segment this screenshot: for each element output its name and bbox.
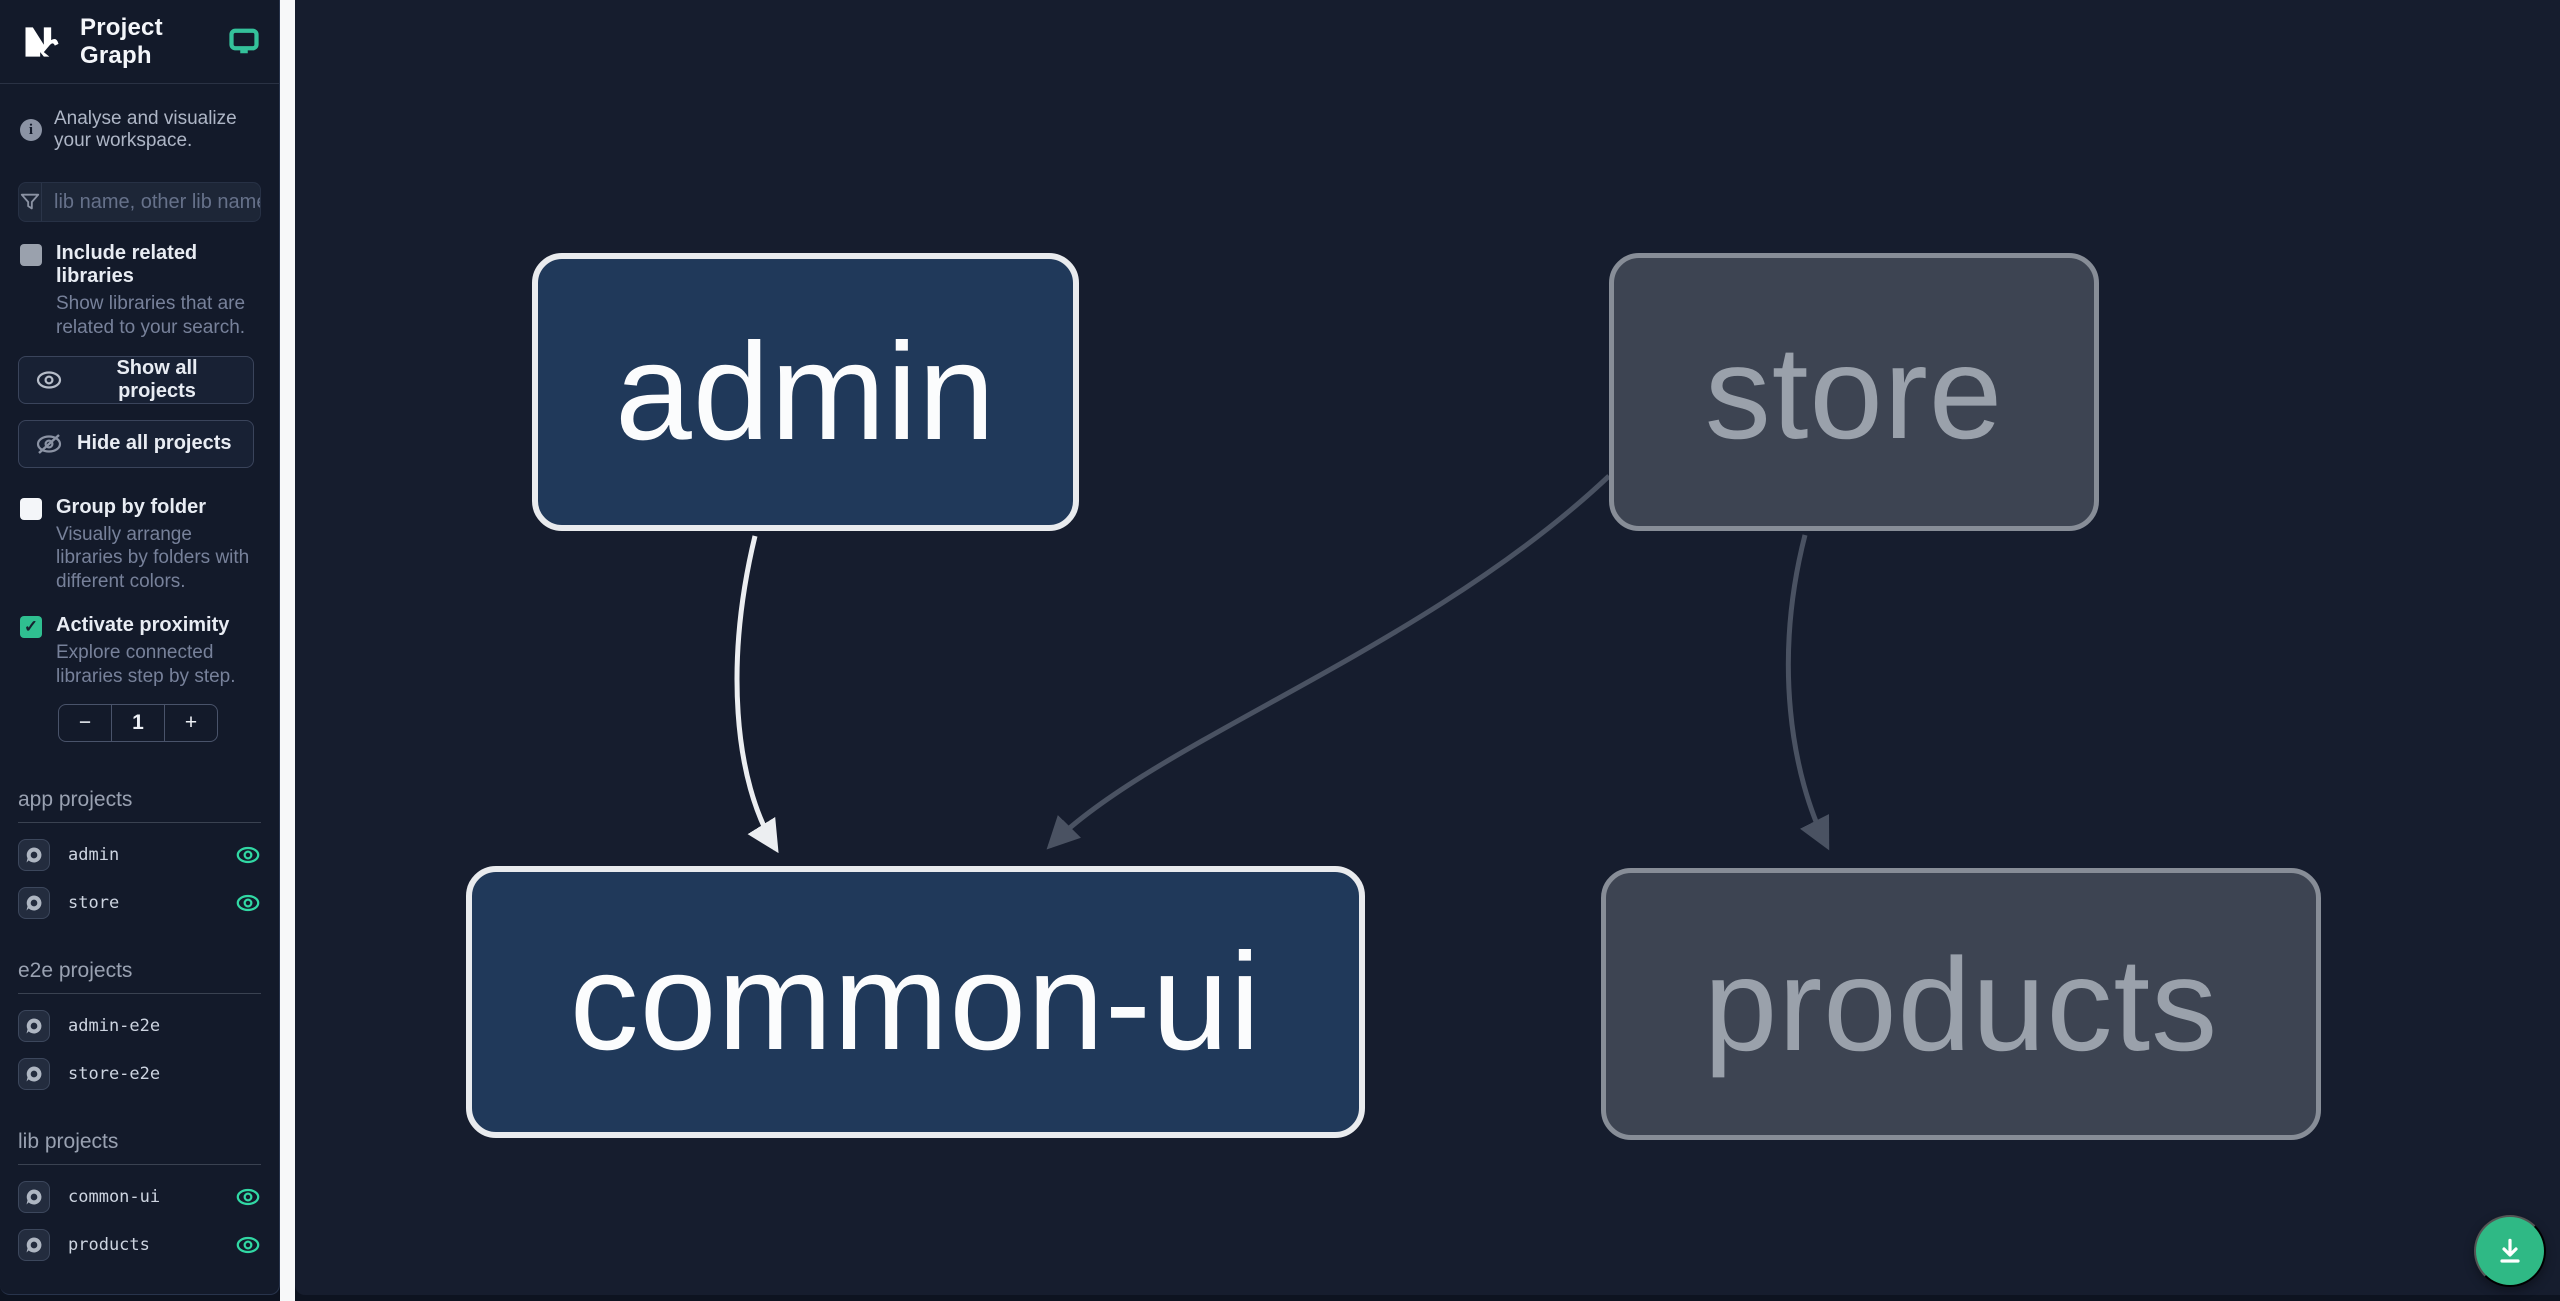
- activate-proximity-checkbox[interactable]: ✓: [20, 615, 42, 638]
- monitor-icon[interactable]: [229, 28, 259, 56]
- graph-node-products[interactable]: products: [1601, 868, 2321, 1140]
- page-title: Project Graph: [80, 13, 163, 69]
- project-row-admin-e2e: admin-e2e: [18, 1010, 261, 1043]
- graph-node-admin[interactable]: admin: [532, 253, 1079, 531]
- focus-project-button[interactable]: [18, 887, 50, 920]
- eye-off-icon: [36, 433, 62, 454]
- visibility-eye-icon[interactable]: [235, 890, 261, 916]
- proximity-stepper: − 1 +: [58, 704, 218, 743]
- project-row-store-e2e: store-e2e: [18, 1058, 261, 1091]
- section-title: e2e projects: [18, 959, 261, 995]
- project-name: admin: [68, 845, 120, 866]
- sidebar: Project Graph i Analyse and visualize yo…: [0, 0, 280, 1295]
- funnel-icon: [19, 183, 42, 221]
- include-related-label: Include related libraries: [56, 242, 198, 287]
- focus-project-button[interactable]: [18, 1181, 50, 1214]
- section-e2e-projects: e2e projects admin-e2e store-e2e: [0, 959, 279, 1091]
- focus-icon: [26, 1237, 42, 1253]
- group-by-folder-label: Group by folder: [56, 495, 206, 518]
- group-by-folder-option[interactable]: Group by folder Visually arrange librari…: [0, 476, 279, 594]
- activate-proximity-description: Explore connected libraries step by step…: [56, 641, 236, 687]
- visibility-eye-icon[interactable]: [235, 842, 261, 868]
- focus-icon: [26, 1018, 42, 1034]
- graph-node-store[interactable]: store: [1609, 253, 2099, 531]
- graph-canvas[interactable]: admin store common-ui products: [295, 0, 2560, 1295]
- section-title: app projects: [18, 788, 261, 824]
- search-input[interactable]: [42, 183, 260, 221]
- project-row-store: store: [18, 887, 261, 920]
- group-by-folder-checkbox[interactable]: [20, 497, 42, 520]
- sidebar-resizer[interactable]: [280, 0, 295, 1301]
- node-label: store: [1704, 318, 2004, 466]
- search-box: [18, 182, 261, 222]
- hide-all-projects-button[interactable]: Hide all projects: [18, 419, 254, 468]
- include-related-description: Show libraries that are related to your …: [56, 293, 246, 338]
- nx-logo: [25, 26, 59, 57]
- graph-edges: [734, 474, 1830, 854]
- graph-node-common-ui[interactable]: common-ui: [466, 866, 1365, 1138]
- sidebar-header: Project Graph: [0, 0, 279, 84]
- node-label: products: [1703, 930, 2219, 1078]
- focus-icon: [26, 847, 42, 863]
- activate-proximity-option[interactable]: ✓ Activate proximity Explore connected l…: [0, 594, 279, 689]
- project-row-admin: admin: [18, 839, 261, 872]
- proximity-decrement-button[interactable]: −: [78, 711, 92, 735]
- project-name: store: [68, 893, 120, 914]
- edge-store-to-common-ui[interactable]: [1046, 474, 1611, 850]
- include-related-checkbox[interactable]: [20, 244, 42, 266]
- edge-store-to-products[interactable]: [1785, 534, 1830, 851]
- tagline-text: Analyse and visualize your workspace.: [54, 108, 237, 151]
- project-name: admin-e2e: [68, 1016, 161, 1037]
- focus-project-button[interactable]: [18, 1058, 50, 1091]
- activate-proximity-label: Activate proximity: [56, 613, 230, 636]
- info-icon: i: [20, 119, 42, 141]
- edge-admin-to-common-ui[interactable]: [734, 535, 779, 854]
- visibility-eye-icon[interactable]: [235, 1184, 261, 1210]
- section-app-projects: app projects admin: [0, 788, 279, 920]
- focus-icon: [26, 1066, 42, 1082]
- visibility-eye-icon[interactable]: [235, 1232, 261, 1258]
- focus-icon: [26, 1189, 42, 1205]
- hide-all-projects-label: Hide all projects: [77, 432, 232, 454]
- download-icon: [2500, 1238, 2520, 1263]
- eye-icon: [36, 370, 62, 389]
- proximity-increment-button[interactable]: +: [164, 705, 217, 742]
- node-label: admin: [615, 314, 996, 469]
- proximity-value: 1: [111, 705, 164, 742]
- show-all-projects-button[interactable]: Show all projects: [18, 355, 254, 404]
- project-name: store-e2e: [68, 1064, 161, 1085]
- include-related-option[interactable]: Include related libraries Show libraries…: [0, 222, 279, 340]
- focus-project-button[interactable]: [18, 839, 50, 872]
- section-lib-projects: lib projects common-ui: [0, 1130, 279, 1262]
- group-by-folder-description: Visually arrange libraries by folders wi…: [56, 523, 250, 593]
- project-row-products: products: [18, 1229, 261, 1262]
- project-name: common-ui: [68, 1187, 161, 1208]
- section-title: lib projects: [18, 1130, 261, 1166]
- focus-project-button[interactable]: [18, 1010, 50, 1043]
- tagline-row: i Analyse and visualize your workspace.: [0, 84, 279, 172]
- project-row-common-ui: common-ui: [18, 1181, 261, 1214]
- show-all-projects-label: Show all projects: [116, 356, 198, 402]
- download-image-button[interactable]: [2474, 1215, 2546, 1287]
- project-name: products: [68, 1235, 150, 1256]
- focus-icon: [26, 895, 42, 911]
- node-label: common-ui: [569, 924, 1262, 1079]
- focus-project-button[interactable]: [18, 1229, 50, 1262]
